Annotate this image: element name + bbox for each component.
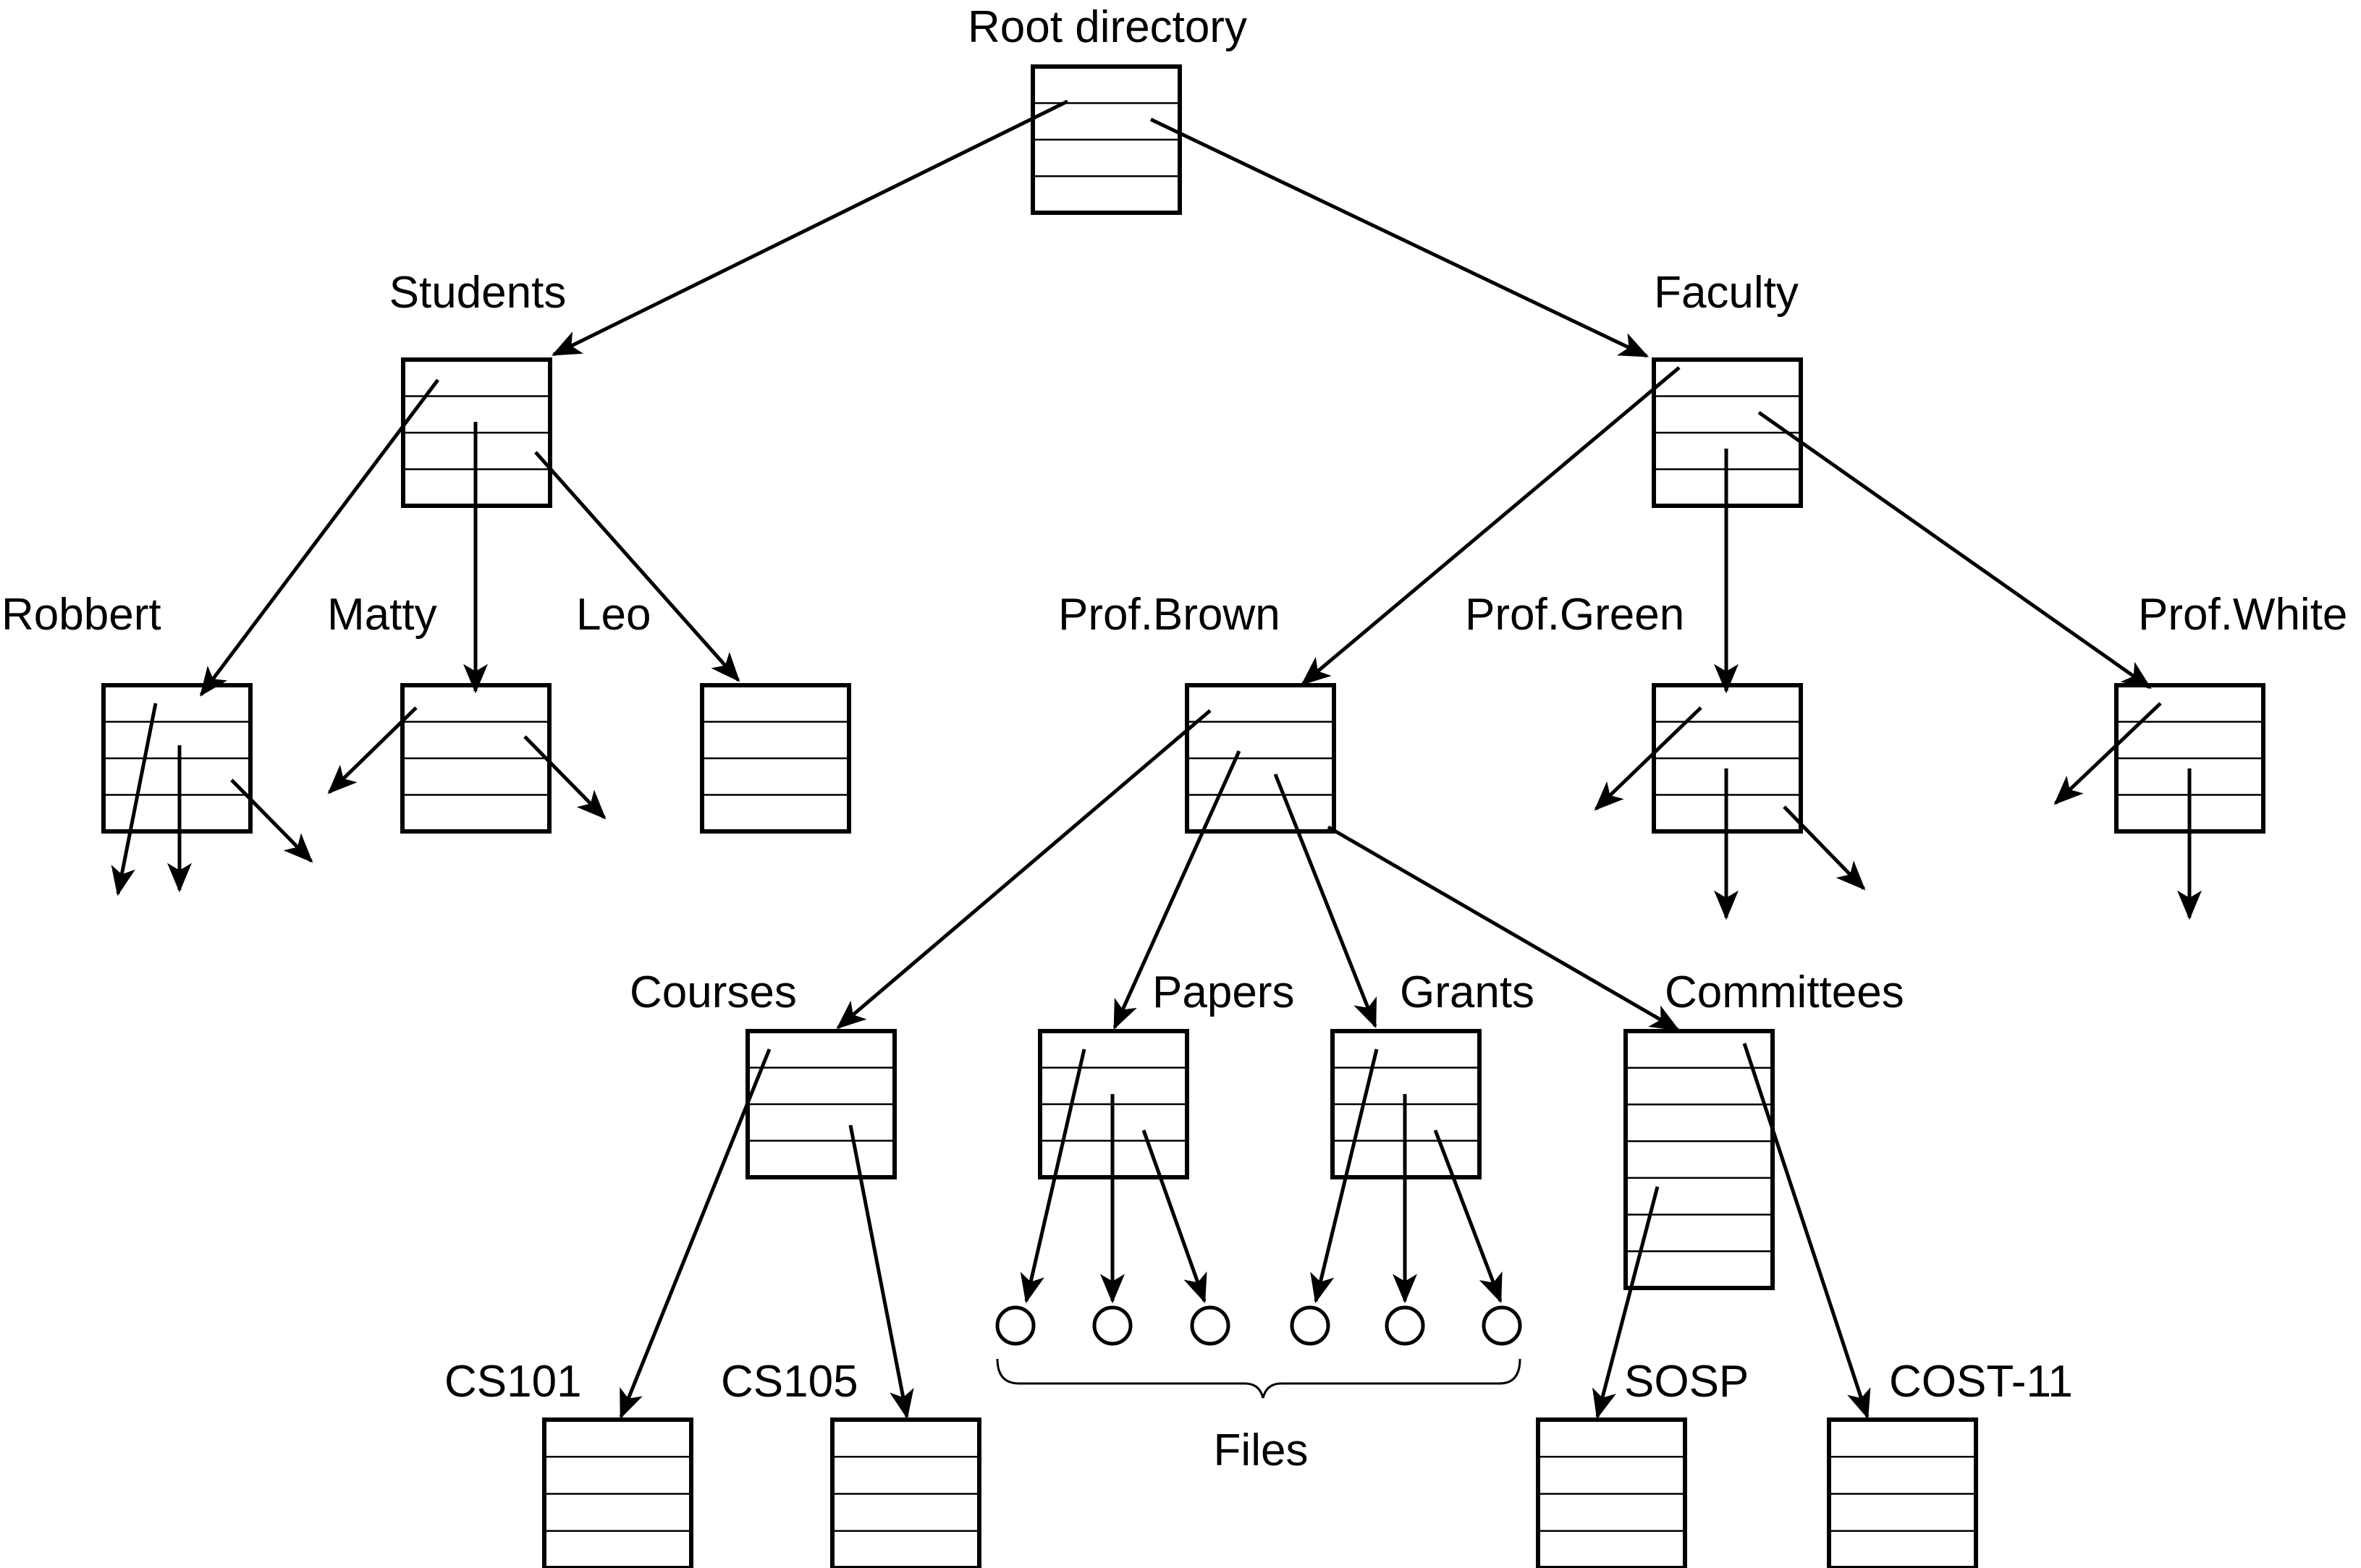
label-grants: Grants [1400,967,1534,1017]
edge-arrow [1594,706,1702,811]
label-robbert: Robbert [1,590,161,640]
file-circle [1092,1305,1133,1346]
edge-arrow [327,706,418,794]
label-prof-brown: Prof.Brown [1058,590,1280,640]
directory-box-cs101 [542,1417,693,1568]
edge-arrow [111,703,158,897]
edge-arrow [1149,117,1650,358]
label-prof-green: Prof.Green [1465,590,1684,640]
edge-arrow [1273,774,1377,1029]
file-circle [1290,1305,1330,1346]
file-nodes [995,1305,1522,1346]
file-circle [1190,1305,1230,1346]
label-matty: Matty [327,590,437,640]
directory-box-root [1031,64,1182,215]
directory-box-sosp [1536,1417,1687,1568]
label-root-directory: Root directory [968,2,1247,52]
directory-box-matty [400,683,552,834]
edge-arrow [534,451,740,682]
label-students: Students [389,268,567,318]
label-leo: Leo [576,590,651,640]
edge-arrow [1141,1130,1207,1304]
edge-arrow [836,709,1212,1030]
edge-arrow [1742,1043,1871,1420]
edge-arrow [1301,366,1681,686]
directory-boxes [101,64,2265,1568]
directory-edges [111,99,2202,1420]
label-files: Files [1214,1425,1309,1475]
edge-arrow [230,779,313,863]
edge-arrow [1783,805,1866,891]
edge-arrow [1020,1048,1086,1304]
directory-box-committees [1623,1029,1775,1290]
edge-arrow [1433,1130,1503,1304]
label-cost-11: COST-11 [1889,1357,2073,1407]
label-papers: Papers [1152,967,1294,1017]
label-cs101: CS101 [444,1357,582,1407]
edge-arrow [1327,825,1680,1032]
edge-arrow [1112,750,1241,1030]
directory-box-leo [700,683,851,834]
directory-box-prof-brown [1185,683,1336,834]
label-committees: Committees [1665,967,1904,1017]
directory-box-robbert [101,683,253,834]
edge-arrow [619,1048,772,1420]
edge-arrow [2053,702,2162,805]
directory-box-courses [746,1029,897,1179]
file-circle [1385,1305,1425,1346]
edge-arrow [1310,1048,1379,1304]
directory-box-cs105 [830,1417,981,1568]
edge-arrow [199,378,439,697]
edge-arrow [551,99,1069,357]
label-cs105: CS105 [721,1357,858,1407]
label-courses: Courses [630,967,797,1017]
edge-arrow [848,1124,914,1420]
edge-arrow [523,735,607,820]
file-circle [1482,1305,1522,1346]
file-circle [995,1305,1036,1346]
directory-box-cost11 [1827,1417,1978,1568]
label-prof-white: Prof.White [2138,590,2347,640]
box-frame [1623,1029,1775,1290]
label-sosp: SOSP [1624,1357,1749,1407]
edge-arrow [1592,1186,1660,1420]
label-faculty: Faculty [1654,268,1799,318]
files-brace [996,1358,1521,1399]
edge-arrow [1757,410,2152,690]
